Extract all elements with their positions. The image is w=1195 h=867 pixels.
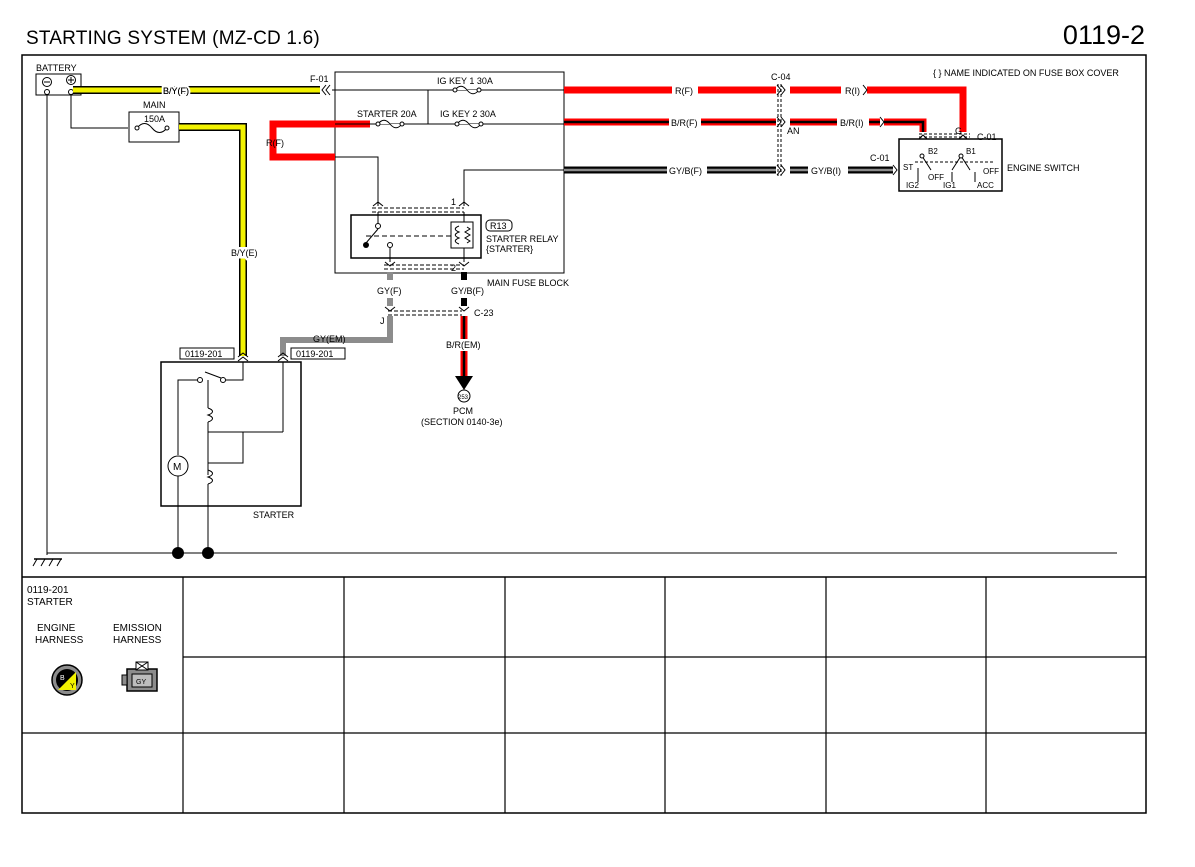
emission-harness-line2: HARNESS — [113, 635, 162, 646]
wire-label-by-f: B/Y(F) — [163, 86, 189, 96]
fuse-box-note: { } NAME INDICATED ON FUSE BOX COVER — [933, 68, 1119, 78]
connector-f01: F-01 — [310, 74, 329, 84]
wire-label-br-f: B/R(F) — [671, 118, 698, 128]
diagram-frame — [21, 54, 1147, 814]
wire-label-gyb-i: GY/B(I) — [811, 166, 841, 176]
switch-b2: B2 — [928, 147, 938, 156]
svg-text:B/Y(E): B/Y(E) — [231, 248, 258, 258]
switch-off-1: OFF — [928, 173, 944, 182]
ref-box-1 — [179, 347, 235, 360]
starter-box — [160, 361, 302, 507]
pcm-terminal-number: 253 — [458, 395, 469, 401]
wire-label-gy-em: GY(EM) — [313, 334, 346, 344]
engine-pin-y: Y — [70, 683, 75, 690]
fuse-ig-key-1: IG KEY 1 30A — [437, 76, 493, 86]
wire-label-br-i: B/R(I) — [840, 118, 864, 128]
relay-name: STARTER RELAY — [486, 234, 559, 244]
engine-pin-b: B — [60, 675, 65, 682]
page-title: STARTING SYSTEM (MZ-CD 1.6) — [26, 28, 320, 49]
svg-text:M: M — [173, 462, 181, 473]
page-code: 0119-2 — [1062, 20, 1145, 50]
connector-c01-top: C-01 — [977, 132, 997, 142]
wire-label-by-f-fg: B/Y(F) — [163, 86, 189, 96]
relay-id: R13 — [490, 221, 507, 231]
connector-c04: C-04 — [771, 72, 791, 82]
wire-label-gyb-f: GY/B(F) — [669, 166, 702, 176]
connector-c23: C-23 — [474, 308, 494, 318]
engine-harness-line2: HARNESS — [35, 635, 84, 646]
pcm-terminal — [457, 389, 471, 403]
ref-label-1: 0119-201 — [185, 349, 222, 359]
wire-label-r-f-left: R(F) — [266, 138, 284, 148]
fuse-starter: STARTER 20A — [357, 109, 417, 119]
engine-switch — [898, 138, 1003, 192]
fuse-ig-key-2: IG KEY 2 30A — [440, 109, 496, 119]
wire-label-br-em: B/R(EM) — [446, 340, 481, 350]
wire-label-by-e: B/Y(E) — [231, 248, 258, 258]
ref-box-2 — [290, 347, 346, 360]
relay-sub: {STARTER} — [486, 244, 533, 254]
switch-ig1: IG1 — [943, 181, 956, 190]
battery-label: BATTERY — [36, 63, 77, 73]
table-title-name: STARTER — [27, 597, 73, 608]
table-title-code: 0119-201 — [27, 585, 69, 596]
switch-acc: ACC — [977, 181, 994, 190]
pin-an: AN — [787, 126, 800, 136]
wire-label-r-i: R(I) — [845, 86, 860, 96]
main-fuse-label: MAIN — [143, 100, 166, 110]
pin-j: J — [380, 316, 385, 326]
main-fuse-rating: 150A — [144, 114, 165, 124]
switch-off-2: OFF — [983, 167, 999, 176]
main-fuse-block-label: MAIN FUSE BLOCK — [487, 278, 569, 288]
wire-label-gyb-f2: GY/B(F) — [451, 286, 484, 296]
pcm-section: (SECTION 0140-3e) — [421, 417, 503, 427]
relay-pin-1: 1 — [451, 197, 456, 207]
starter-label: STARTER — [253, 510, 295, 520]
starter-relay — [350, 214, 482, 259]
ref-label-2: 0119-201 — [296, 349, 333, 359]
emission-harness-connector-icon: GY — [121, 661, 158, 692]
engine-harness-connector-icon: B Y — [51, 664, 83, 696]
pcm-label: PCM — [453, 406, 473, 416]
switch-st: ST — [903, 163, 913, 172]
emission-harness-line1: EMISSION — [113, 623, 162, 634]
pin-g: G — [955, 126, 962, 136]
switch-b1: B1 — [966, 147, 976, 156]
engine-switch-label: ENGINE SWITCH — [1007, 163, 1080, 173]
switch-ig2: IG2 — [906, 181, 919, 190]
emission-pin-gy: GY — [136, 679, 146, 686]
connector-c01-left: C-01 — [870, 153, 890, 163]
engine-harness-line1: ENGINE — [37, 623, 76, 634]
wire-label-gy-f: GY(F) — [377, 286, 402, 296]
wire-label-r-f: R(F) — [675, 86, 693, 96]
relay-pin-2: 2 — [451, 263, 456, 273]
